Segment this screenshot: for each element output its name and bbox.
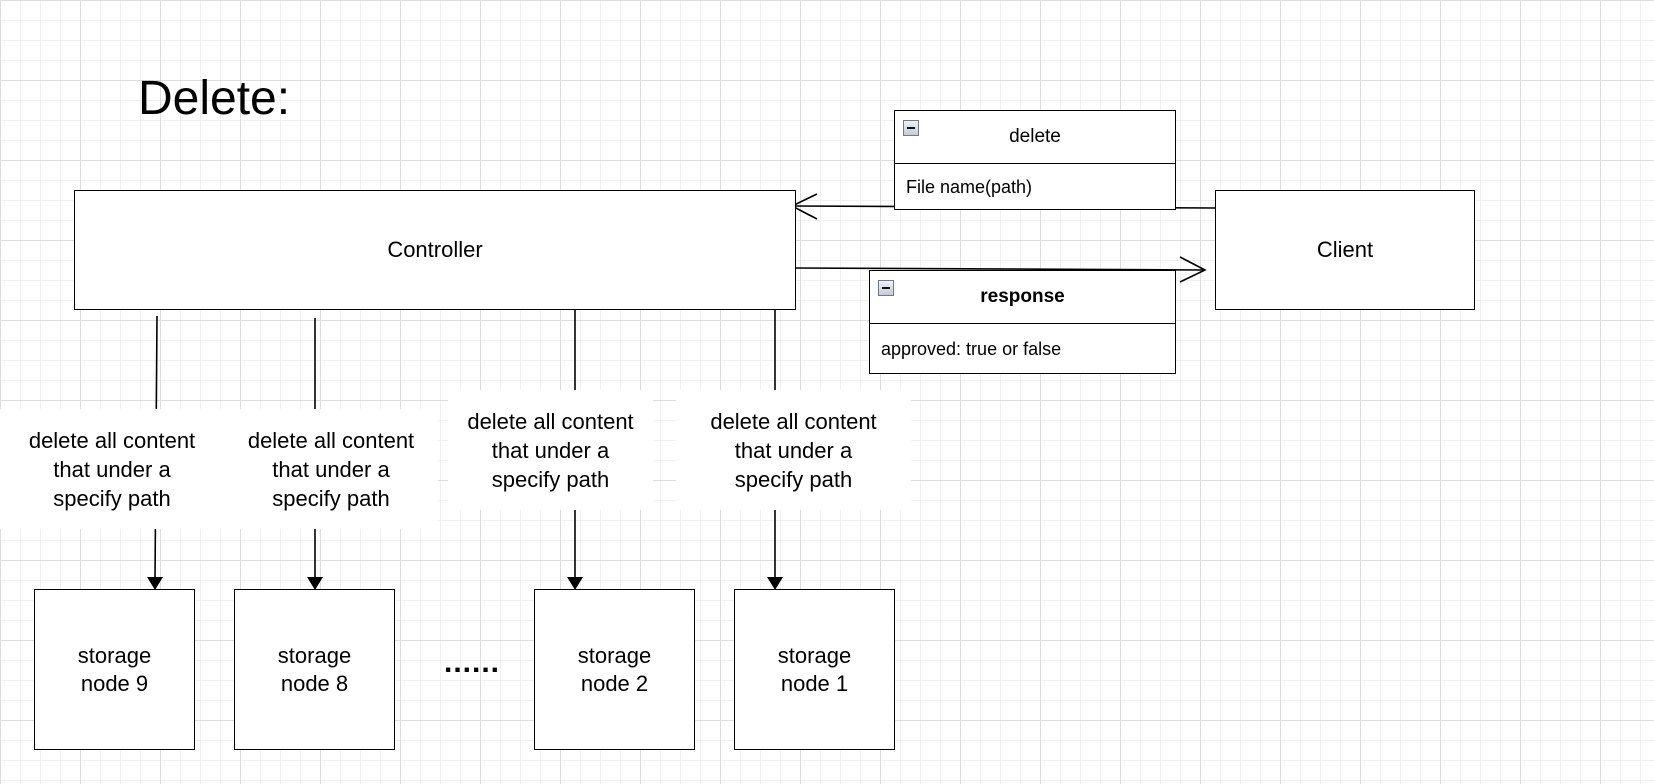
storage-node-label: storage node 1 [777, 642, 852, 696]
ellipsis: ...... [444, 646, 501, 679]
response-field: approved: true or false [881, 338, 1062, 359]
edge-label-text: delete all content that under a specify … [247, 427, 415, 511]
client-label: Client [1316, 237, 1374, 262]
edge-label-text: delete all content that under a specify … [467, 408, 634, 492]
collapse-icon[interactable] [878, 280, 894, 296]
edge-label-node-2: delete all content that under a specify … [448, 390, 653, 510]
edge-label-node-1: delete all content that under a specify … [676, 390, 911, 510]
storage-node-label: storage node 9 [77, 642, 152, 696]
storage-node-1[interactable]: storage node 1 [734, 589, 895, 750]
edge-label-text: delete all content that under a specify … [710, 408, 877, 492]
page-title: Delete: [138, 72, 291, 125]
response-edge [793, 267, 1206, 271]
edge-label-text: delete all content that under a specify … [28, 427, 196, 511]
delete-request-field: File name(path) [906, 176, 1033, 197]
storage-node-label: storage node 8 [277, 642, 352, 696]
arrowhead-node-8 [307, 577, 323, 590]
delete-request-class[interactable]: delete File name(path) [894, 110, 1176, 210]
storage-node-8[interactable]: storage node 8 [234, 589, 395, 750]
delete-request-header: delete [895, 111, 1175, 164]
edge-label-node-8: delete all content that under a specify … [224, 409, 438, 529]
storage-node-2[interactable]: storage node 2 [534, 589, 695, 750]
client-box[interactable]: Client [1215, 190, 1475, 310]
controller-box[interactable]: Controller [74, 190, 796, 310]
collapse-icon[interactable] [903, 120, 919, 136]
delete-request-title: delete [1009, 126, 1061, 147]
edge-label-node-9: delete all content that under a specify … [0, 409, 224, 529]
storage-node-9[interactable]: storage node 9 [34, 589, 195, 750]
response-class[interactable]: response approved: true or false [869, 270, 1176, 374]
arrowhead-node-1 [767, 577, 783, 590]
response-arrowhead [1179, 256, 1207, 283]
controller-label: Controller [387, 237, 483, 262]
storage-node-label: storage node 2 [577, 642, 652, 696]
response-header: response [870, 271, 1175, 324]
response-title: response [980, 286, 1065, 307]
arrowhead-node-9 [147, 577, 163, 590]
arrowhead-node-2 [567, 577, 583, 590]
